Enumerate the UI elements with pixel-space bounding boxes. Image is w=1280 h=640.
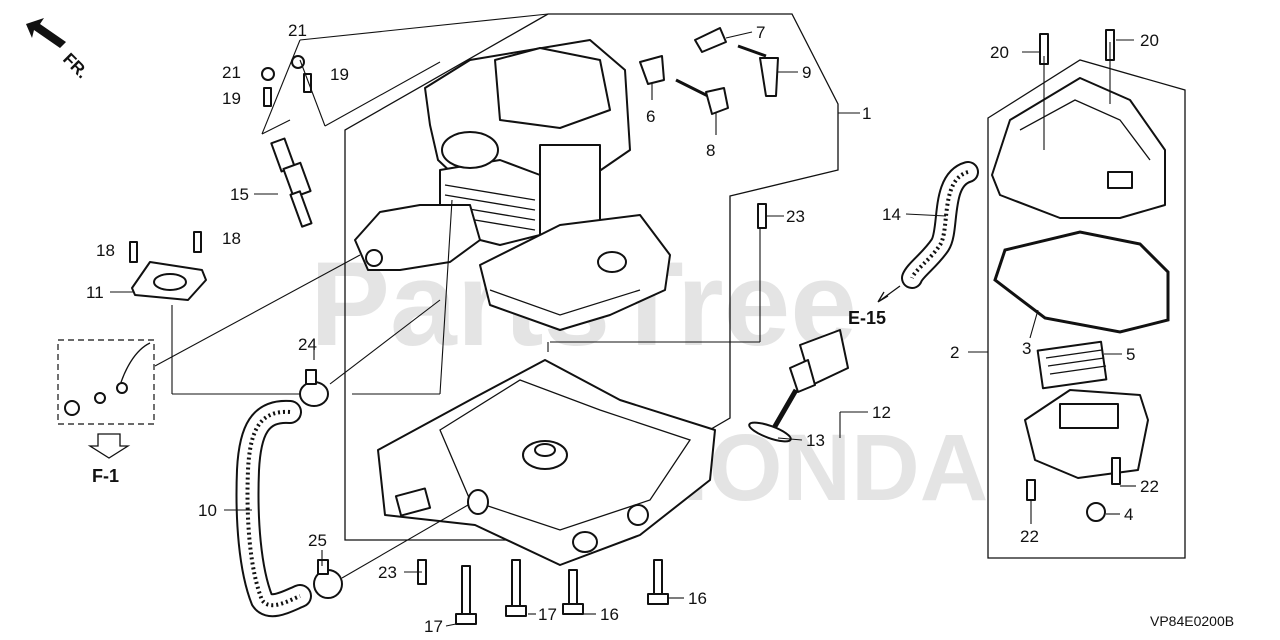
cylinder-head-block xyxy=(424,39,631,246)
breather-tube-14 xyxy=(901,161,979,289)
nut-4 xyxy=(1086,502,1106,522)
hose-clamp-25 xyxy=(313,559,343,599)
callout-12: 12 xyxy=(872,403,891,422)
callout-15: 15 xyxy=(230,185,249,204)
callout-labels: 1 2 3 4 5 6 7 8 9 10 11 12 13 14 15 16 1… xyxy=(86,21,1159,636)
callout-21a: 21 xyxy=(288,21,307,40)
rocker-shaft-8 xyxy=(675,78,729,115)
reference-f1: F-1 xyxy=(92,466,119,486)
assembly-outline-1 xyxy=(344,13,839,541)
callout-23b: 23 xyxy=(378,563,397,582)
callout-22b: 22 xyxy=(1020,527,1039,546)
callout-8: 8 xyxy=(706,141,715,160)
bolt-22a xyxy=(1111,457,1121,485)
callout-9: 9 xyxy=(802,63,811,82)
assembly-outline-2 xyxy=(987,59,1186,559)
ground-wire xyxy=(64,342,151,416)
callout-19b: 19 xyxy=(330,65,349,84)
callout-18a: 18 xyxy=(96,241,115,260)
dowel-pin-23a xyxy=(757,203,767,229)
callout-3: 3 xyxy=(1022,339,1031,358)
callout-25: 25 xyxy=(308,531,327,550)
rocker-arm-6 xyxy=(639,55,665,85)
rocker-arm-9 xyxy=(737,44,779,97)
callout-10: 10 xyxy=(198,501,217,520)
callout-5: 5 xyxy=(1126,345,1135,364)
ref-arrow-e15-icon xyxy=(877,285,901,303)
breather-hose-10 xyxy=(235,399,312,618)
oil-dipstick-12 xyxy=(771,329,849,430)
callout-18b: 18 xyxy=(222,229,241,248)
callout-14: 14 xyxy=(882,205,901,224)
callout-17b: 17 xyxy=(424,617,443,636)
bolt-18a xyxy=(129,241,138,263)
front-direction-arrow-icon xyxy=(26,18,66,48)
callout-19a: 19 xyxy=(222,89,241,108)
rocker-arm-7 xyxy=(694,27,727,53)
flange-bolts xyxy=(455,559,669,625)
callout-23a: 23 xyxy=(786,207,805,226)
callout-13: 13 xyxy=(806,431,825,450)
stud-19b xyxy=(303,73,312,93)
callout-20b: 20 xyxy=(1140,31,1159,50)
callout-17a: 17 xyxy=(538,605,557,624)
callout-2: 2 xyxy=(950,343,959,362)
nut-21b xyxy=(291,55,305,69)
callout-22a: 22 xyxy=(1140,477,1159,496)
callout-4: 4 xyxy=(1124,505,1133,524)
cylinder-housing xyxy=(479,214,671,331)
breather-filter-5 xyxy=(1036,340,1108,390)
callout-16b: 16 xyxy=(600,605,619,624)
reference-e15: E-15 xyxy=(848,308,886,328)
ref-arrow-f1-icon xyxy=(87,433,131,459)
nut-21 xyxy=(261,67,275,81)
callout-16a: 16 xyxy=(688,589,707,608)
diagram-code: VP84E0200B xyxy=(1150,613,1234,629)
head-cover-gasket xyxy=(993,230,1170,334)
callout-6: 6 xyxy=(646,107,655,126)
callout-21b: 21 xyxy=(222,63,241,82)
callout-24: 24 xyxy=(298,335,317,354)
callout-11: 11 xyxy=(86,283,104,302)
leader-lines xyxy=(110,31,1136,627)
callout-7: 7 xyxy=(756,23,765,42)
stud-19a xyxy=(263,87,272,107)
spark-plug xyxy=(270,137,313,228)
bolt-22b xyxy=(1026,479,1036,501)
bolt-18b xyxy=(193,231,202,253)
callout-1: 1 xyxy=(862,104,871,123)
front-direction-label: FR. xyxy=(59,49,92,82)
callout-20a: 20 xyxy=(990,43,1009,62)
hose-clamp-24 xyxy=(299,369,329,407)
crankcase xyxy=(377,359,716,566)
